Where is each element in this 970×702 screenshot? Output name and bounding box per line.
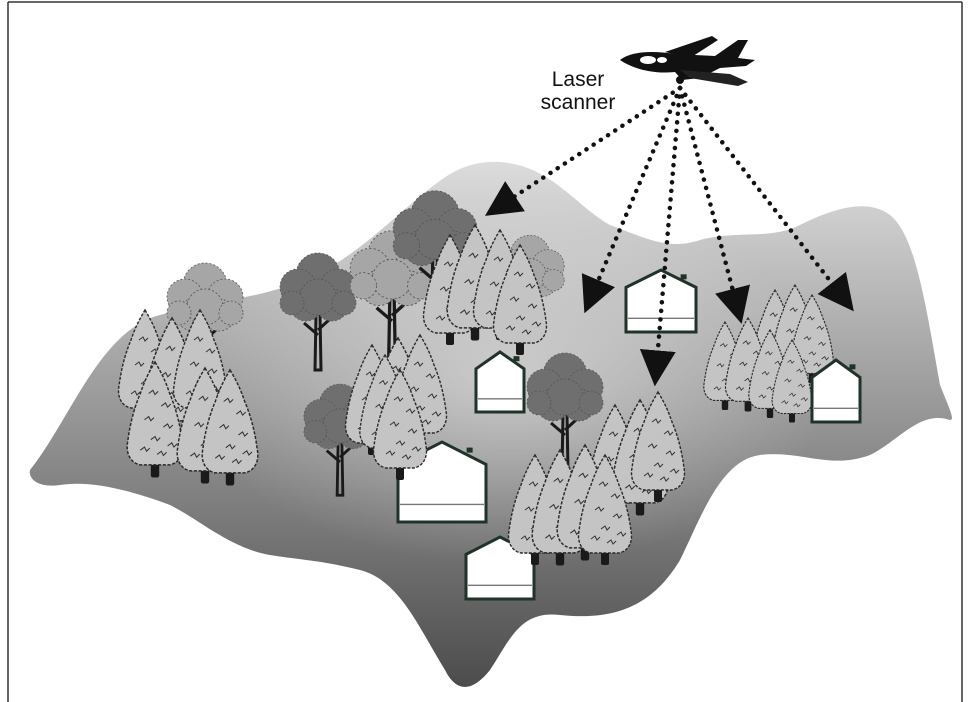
laser-scanner-label-line2: scanner: [541, 91, 616, 114]
conifer-tree-icon: [577, 453, 633, 565]
laser-pulse-arrow-icon: [484, 85, 683, 216]
deciduous-tree-icon: [526, 352, 604, 472]
conifer-tree-icon: [630, 390, 686, 502]
conifer-tree-icon: [126, 360, 184, 478]
deciduous-tree-icon: [349, 230, 435, 362]
deciduous-tree-icon: [279, 252, 357, 372]
conifer-tree-icon: [201, 368, 259, 486]
conifer-tree-icon: [771, 338, 813, 423]
laser-pulse-arrow-icon: [677, 85, 750, 324]
houses: [396, 268, 862, 601]
house-icon: [810, 358, 862, 424]
conifer-tree-icon: [492, 243, 548, 355]
laser-pulses: [484, 85, 854, 387]
laser-scanner-label-line1: Laser: [552, 68, 605, 91]
airplane-icon: [620, 36, 755, 86]
house-icon: [464, 535, 536, 601]
house-icon: [474, 350, 526, 414]
conifer-trees-front: [126, 353, 686, 566]
laser-pulse-arrow-icon: [677, 85, 854, 312]
deciduous-tree-icon: [166, 262, 244, 382]
conifer-tree-icon: [372, 368, 428, 480]
